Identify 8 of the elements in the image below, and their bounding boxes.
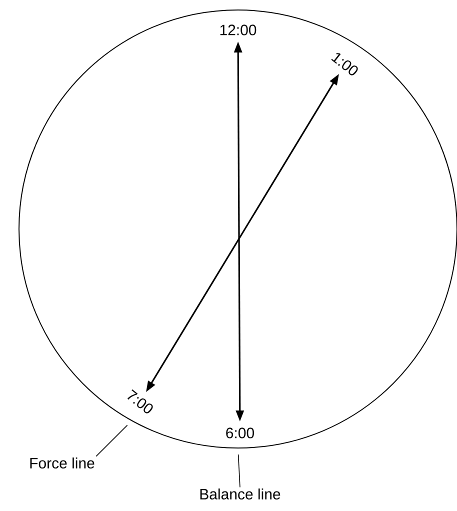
time-label: 7:00: [127, 389, 153, 414]
leader-line: [96, 424, 128, 457]
callout-text: Force line: [30, 457, 94, 468]
time-label: 1:00: [331, 53, 358, 76]
time-label: 12:00: [220, 24, 256, 36]
leader-line: [238, 454, 240, 488]
time-label: 6:00: [226, 428, 254, 438]
callout-text: Balance line: [200, 488, 280, 500]
